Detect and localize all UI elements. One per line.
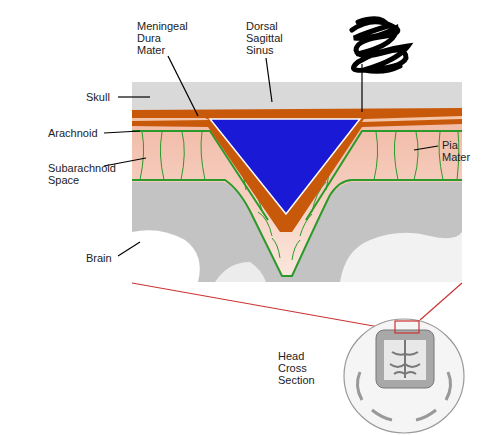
cross-section-panel [132,82,462,282]
part-label: Pia Mater [442,139,470,163]
skull-layer [132,82,462,282]
white-matter [215,262,266,282]
part-label: Dorsal Sagittal Sinus [246,20,283,56]
dura-mater [132,108,462,232]
leader-lines [104,56,438,256]
head-cross-section [344,319,464,433]
white-matter [132,230,200,282]
part-label: Head Cross Section [278,350,315,386]
white-matter [340,232,462,282]
redaction-scribble [352,19,408,72]
part-label: Subarachnoid Space [48,162,116,186]
part-label: Arachnoid [48,127,98,139]
part-label: Meningeal Dura Mater [137,20,188,56]
part-label: Skull [86,91,110,103]
part-label: Brain [86,252,112,264]
sagittal-sinus [210,119,360,214]
